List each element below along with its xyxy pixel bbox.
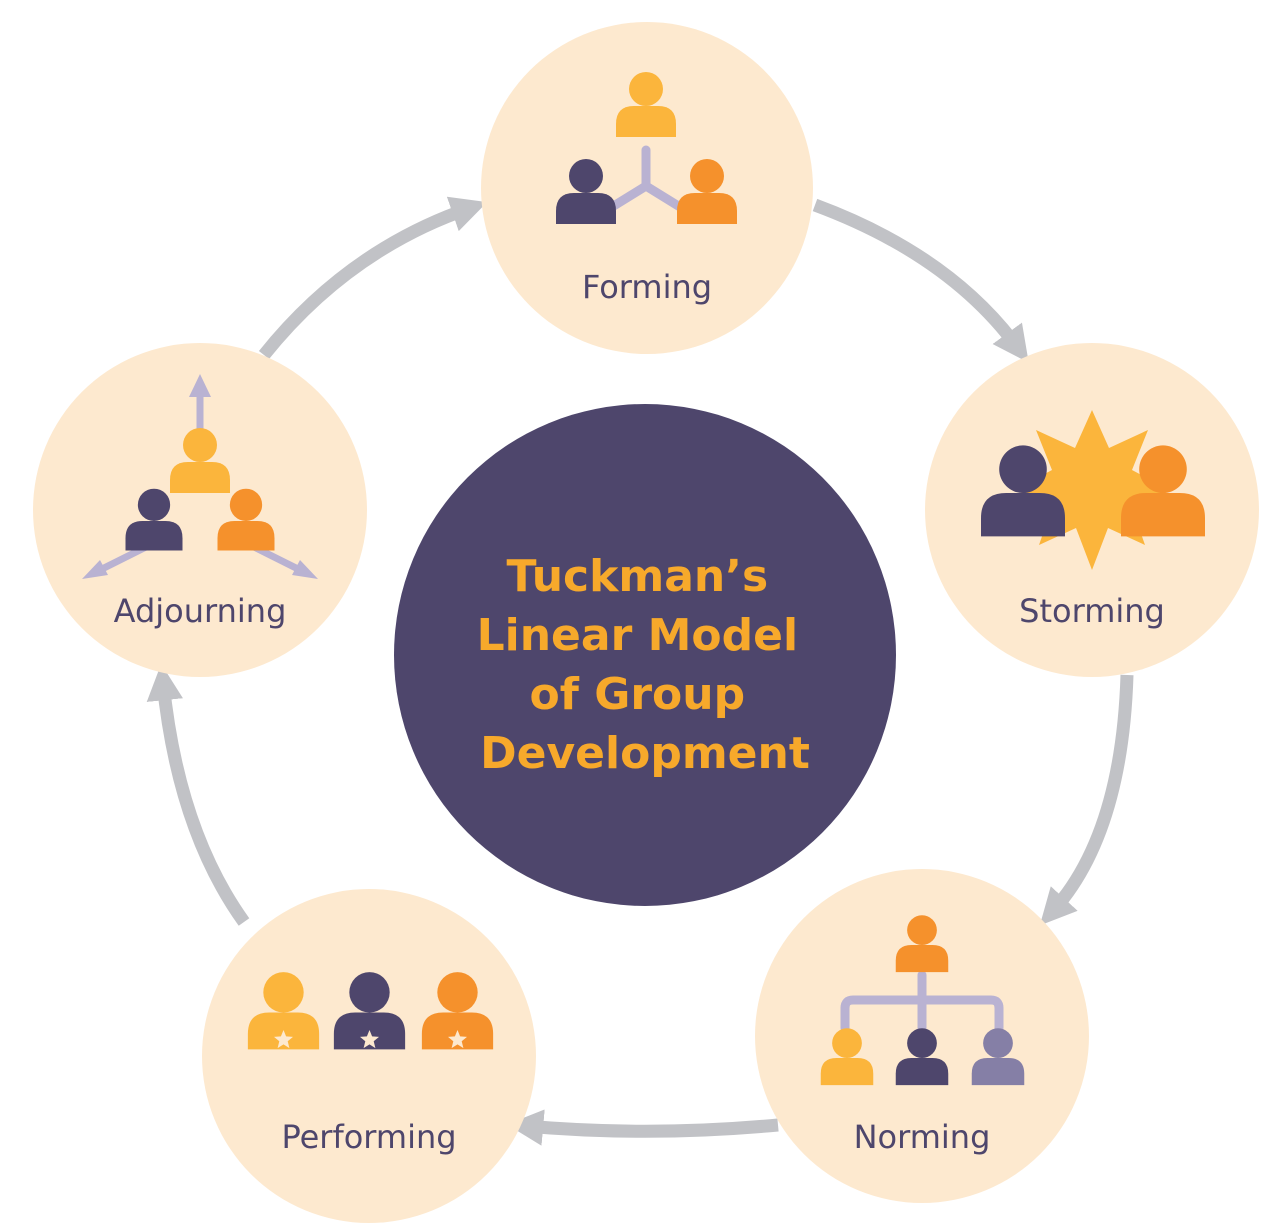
hierarchy-people-icon [820,915,1025,1086]
stage-forming: Forming [481,22,813,354]
stage-label-performing: Performing [281,1118,456,1156]
title-line-3: of Group [530,669,746,720]
title-line-1: Tuckman’s [507,551,769,602]
arrow-storming-to-norming [1039,674,1134,926]
stage-label-forming: Forming [582,268,712,306]
stage-adjourning: Adjourning [33,343,367,677]
title-line-4: Development [480,728,810,779]
center-title: Tuckman’s Linear Model of Group Developm… [477,551,814,779]
center-node: Tuckman’s Linear Model of Group Developm… [394,404,896,906]
star-icon [360,1030,379,1049]
stage-label-norming: Norming [854,1118,991,1156]
two-people-conflict-burst-icon [981,410,1205,570]
three-people-stars-icon [247,972,494,1050]
stage-label-adjourning: Adjourning [114,592,287,630]
star-icon [274,1030,293,1049]
arrow-performing-to-adjourning [146,663,250,926]
stage-storming: Storming [925,343,1259,677]
cycle-arrows [146,196,1134,1146]
arrow-forming-to-storming [812,198,1029,363]
arrow-adjourning-to-forming [258,196,488,360]
stage-label-storming: Storming [1019,592,1165,630]
star-icon [448,1030,467,1049]
people-dispersing-arrows-icon [82,374,318,579]
three-connected-people-icon [556,72,737,224]
arrow-norming-to-performing [506,1109,779,1146]
stage-norming: Norming [755,869,1089,1203]
stage-performing: Performing [202,889,536,1223]
title-line-2: Linear Model [477,610,798,661]
